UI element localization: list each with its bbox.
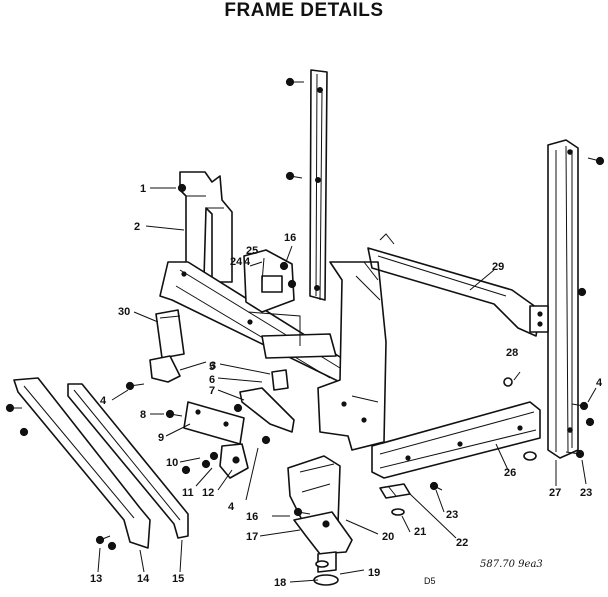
callout-16b: 16 bbox=[246, 511, 258, 523]
callout-24: 24 bbox=[230, 256, 243, 268]
callout-13: 13 bbox=[90, 573, 102, 585]
callout-22: 22 bbox=[456, 537, 468, 549]
callout-28: 28 bbox=[506, 347, 518, 359]
callout-2: 2 bbox=[134, 221, 140, 233]
callout-29: 29 bbox=[492, 261, 504, 273]
main-cross-frame bbox=[159, 233, 549, 451]
callout-14: 14 bbox=[137, 573, 150, 585]
side-rail-26 bbox=[371, 401, 541, 479]
callout-6: 6 bbox=[209, 374, 215, 386]
callout-19: 19 bbox=[368, 567, 380, 579]
callout-9: 9 bbox=[158, 432, 164, 444]
leader-lines bbox=[97, 187, 597, 583]
callout-3: 3 bbox=[210, 360, 216, 372]
callout-4b: 4 bbox=[244, 256, 251, 268]
callout-4d: 4 bbox=[228, 501, 235, 513]
callout-10: 10 bbox=[166, 457, 178, 469]
front-rail-15 bbox=[67, 383, 189, 539]
rear-post-left bbox=[309, 69, 328, 301]
front-rail-14 bbox=[13, 377, 151, 549]
callout-labels: 1 2 3 4 5 6 7 8 9 10 11 12 13 14 15 16 1… bbox=[90, 183, 603, 589]
callout-4: 4 bbox=[100, 395, 107, 407]
callout-23b: 23 bbox=[580, 487, 592, 499]
callout-26: 26 bbox=[504, 467, 516, 479]
callout-12: 12 bbox=[202, 487, 214, 499]
callout-20: 20 bbox=[382, 531, 394, 543]
callout-21: 21 bbox=[414, 526, 426, 538]
right-side-rail bbox=[547, 139, 579, 459]
callout-17: 17 bbox=[246, 531, 258, 543]
bracket-30 bbox=[155, 309, 185, 359]
callout-7: 7 bbox=[209, 385, 215, 397]
hinge-assembly bbox=[149, 355, 295, 479]
callout-4c: 4 bbox=[596, 377, 603, 389]
callout-18: 18 bbox=[274, 577, 286, 589]
callout-15: 15 bbox=[172, 573, 184, 585]
callout-25: 25 bbox=[246, 245, 258, 257]
callout-8: 8 bbox=[140, 409, 146, 421]
callout-5: 5 bbox=[209, 361, 215, 373]
callout-27: 27 bbox=[549, 487, 561, 499]
callout-23: 23 bbox=[446, 509, 458, 521]
callout-16: 16 bbox=[284, 232, 296, 244]
callout-11: 11 bbox=[182, 487, 194, 499]
callout-1: 1 bbox=[140, 183, 146, 195]
diagram-title: FRAME DETAILS bbox=[224, 0, 384, 21]
drawing-code: D5 bbox=[424, 576, 436, 586]
handwritten-note: 587.70 9ea3 bbox=[480, 559, 543, 570]
callout-30: 30 bbox=[118, 306, 130, 318]
fasteners bbox=[5, 77, 605, 568]
